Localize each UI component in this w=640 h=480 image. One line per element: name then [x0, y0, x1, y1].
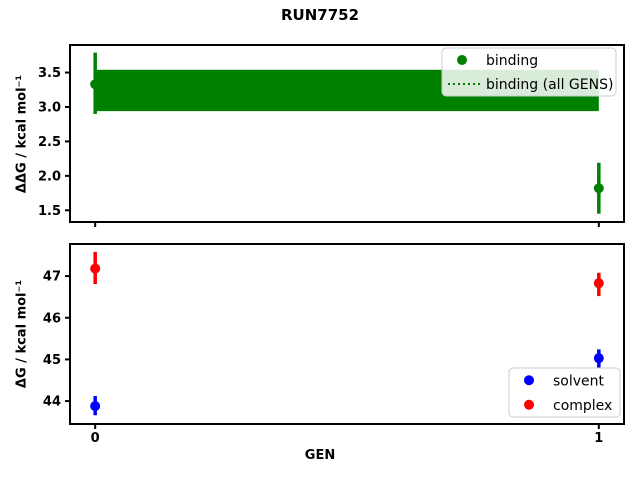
- y-tick-label: 3.0: [38, 100, 61, 115]
- y-tick-label: 46: [43, 311, 61, 326]
- legend-marker-solvent: [524, 375, 534, 386]
- legend-label-binding: binding: [486, 53, 538, 69]
- y-tick-label: 3.5: [38, 66, 61, 81]
- legend-label-complex: complex: [553, 398, 612, 414]
- complex-point-gen0: [90, 263, 101, 274]
- chart-title: RUN7752: [280, 6, 360, 24]
- legend-label-binding-all-GENS-: binding (all GENS): [486, 77, 613, 93]
- y-tick-label: 47: [43, 270, 61, 285]
- legend-marker-complex: [524, 399, 534, 410]
- y-tick-label: 45: [43, 353, 61, 368]
- solvent-point-gen0: [90, 401, 101, 412]
- solvent-point-gen1: [593, 353, 604, 364]
- binding-point-gen1: [593, 183, 604, 194]
- binding-point-gen0: [90, 79, 101, 90]
- y-tick-label: 2.5: [38, 135, 61, 150]
- axes-frame: [69, 243, 625, 425]
- legend-label-solvent: solvent: [553, 373, 605, 389]
- x-tick-label: 1: [594, 431, 603, 446]
- legend-box: [441, 47, 617, 97]
- axes-frame: [69, 44, 625, 223]
- x-axis-label: GEN: [304, 448, 336, 463]
- complex-point-gen1: [593, 278, 604, 289]
- legend-marker-binding: [457, 55, 467, 65]
- legend-box: [508, 367, 621, 418]
- y-tick-label: 2.0: [38, 169, 61, 184]
- y-tick-label: 1.5: [38, 204, 61, 219]
- y-tick-label: 44: [43, 395, 61, 410]
- x-tick-label: 0: [91, 431, 100, 446]
